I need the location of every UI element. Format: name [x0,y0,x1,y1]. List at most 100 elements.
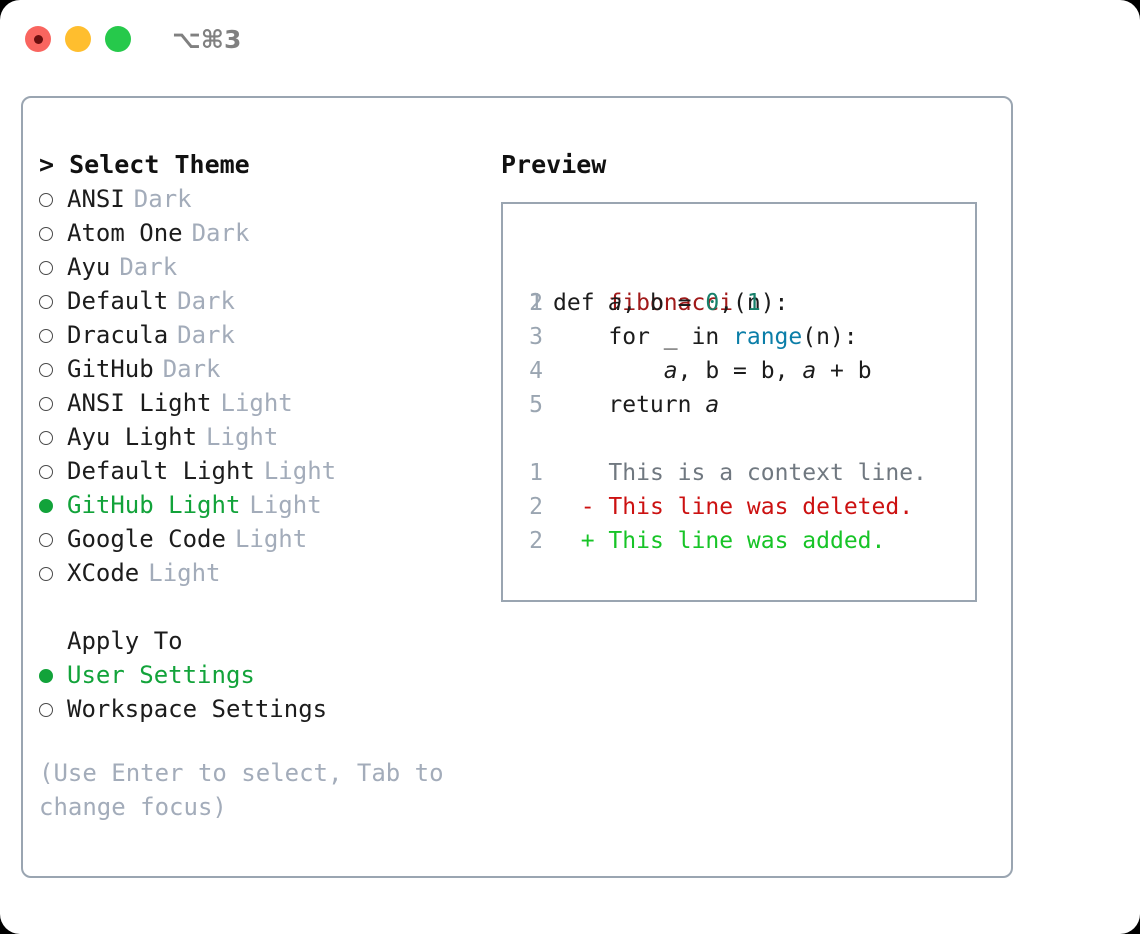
theme-name: Ayu [67,253,111,281]
keyboard-shortcut-label: ⌥⌘3 [172,24,242,54]
zoom-button[interactable] [105,26,131,52]
theme-name: XCode [67,559,140,587]
theme-name: Atom One [67,219,183,247]
theme-list-item-selected[interactable]: GitHub Light Light [39,488,489,522]
theme-list: ANSI Dark Atom One Dark Ayu Dark [39,182,489,590]
preview-heading: Preview [501,150,607,179]
radio-icon [39,295,53,309]
radio-icon [39,465,53,479]
radio-icon [39,193,53,207]
theme-list-item[interactable]: Dracula Dark [39,318,489,352]
theme-variant: Dark [191,219,250,247]
code-line-5: 5 return a [521,388,719,422]
theme-list-item[interactable]: Default Dark [39,284,489,318]
theme-list-item[interactable]: ANSI Dark [39,182,489,216]
radio-cell [39,693,67,727]
theme-variant: Light [263,457,337,485]
theme-list-item[interactable]: Ayu Dark [39,250,489,284]
radio-cell [39,251,67,285]
radio-cell [39,557,67,591]
minimize-button[interactable] [65,26,91,52]
radio-cell [39,353,67,387]
line-number: 2 [529,494,543,520]
radio-cell [39,659,67,693]
diff-line-deleted: 2 - This line was deleted. [521,490,913,524]
radio-icon [39,363,53,377]
apply-to-item-selected[interactable]: User Settings [39,658,489,692]
theme-list-item[interactable]: Ayu Light Light [39,420,489,454]
line-number: 5 [529,392,543,418]
diff-line-context: 1 This is a context line. [521,456,927,490]
radio-cell [39,387,67,421]
code-line-3: 3 for _ in range(n): [521,320,858,354]
radio-icon [39,703,53,717]
apply-to-heading: Apply To [67,627,183,655]
list-spacer [39,590,489,624]
radio-icon [39,431,53,445]
apply-to-item[interactable]: Workspace Settings [39,692,489,726]
diff-text: This line was deleted. [608,494,914,520]
close-icon [33,34,43,44]
theme-name: Google Code [67,525,226,553]
code-line-4: 4 a, b = b, a + b [521,354,871,388]
theme-name: ANSI Light [67,389,212,417]
diff-text: This line was added. [608,528,886,554]
window-controls [25,26,131,52]
theme-list-item[interactable]: Atom One Dark [39,216,489,250]
radio-cell [39,523,67,557]
select-theme-heading: > Select Theme [39,150,250,179]
line-number: 4 [529,358,543,384]
radio-icon [39,397,53,411]
theme-variant: Dark [119,253,178,281]
theme-variant: Light [148,559,221,587]
line-number: 2 [529,528,543,554]
theme-list-item[interactable]: Default Light Light [39,454,489,488]
diff-text: This is a context line. [608,460,927,486]
radio-cell [39,183,67,217]
main-panel: > Select Theme ANSI Dark Atom One Dark [21,96,1013,878]
code-line-2: 2 a, b = 0, 1 [521,286,761,320]
theme-variant: Light [234,525,308,553]
theme-list-item[interactable]: GitHub Dark [39,352,489,386]
theme-name: ANSI [67,185,125,213]
theme-variant: Dark [177,287,235,315]
apply-to-list: User Settings Workspace Settings [39,658,489,726]
theme-name: GitHub [67,355,154,383]
close-button[interactable] [25,26,51,52]
radio-icon [39,533,53,547]
theme-variant: Light [220,389,293,417]
apply-to-label: User Settings [67,661,255,689]
diff-marker [581,460,595,486]
radio-cell [39,489,67,523]
theme-list-item[interactable]: XCode Light [39,556,489,590]
radio-icon [39,567,53,581]
line-number: 3 [529,324,543,350]
apply-to-label: Workspace Settings [67,695,328,723]
theme-name: GitHub Light [67,491,241,519]
radio-selected-icon [39,499,53,513]
radio-icon [39,227,53,241]
line-number: 1 [529,290,543,316]
radio-icon [39,329,53,343]
radio-selected-icon [39,669,53,683]
theme-variant: Light [249,491,322,519]
radio-cell [39,319,67,353]
diff-marker: + [580,528,595,554]
keyboard-hint-text: (Use Enter to select, Tab to change focu… [39,759,459,821]
theme-name: Dracula [67,321,169,349]
theme-name: Default [67,287,169,315]
line-number: 2 [529,290,543,316]
theme-name: Default Light [67,457,255,485]
theme-variant: Dark [177,321,235,349]
theme-list-item[interactable]: ANSI Light Light [39,386,489,420]
theme-variant: Dark [133,185,192,213]
radio-cell [39,421,67,455]
theme-selector-column: > Select Theme ANSI Dark Atom One Dark [39,148,489,824]
line-number: 1 [529,460,543,486]
theme-variant: Dark [162,355,221,383]
theme-list-item[interactable]: Google Code Light [39,522,489,556]
